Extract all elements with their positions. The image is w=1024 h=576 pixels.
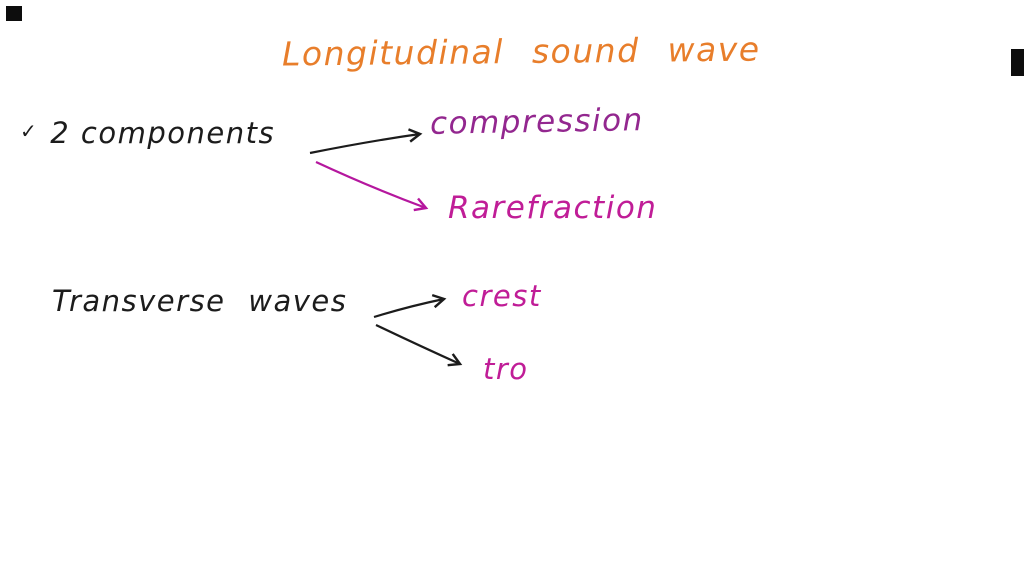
arrow-components-to-rarefraction [315,161,429,212]
edge-mark-right [1011,49,1024,76]
arrow-transverse-to-crest [373,293,447,319]
node-compression: compression [429,102,645,142]
node-2-components-label: 2 components [50,116,276,150]
page-title: Longitudinal sound wave [281,29,761,74]
arrow-transverse-to-trough [375,324,463,367]
arrow-components-to-compression [309,128,423,155]
corner-mark-top-left [6,6,22,21]
node-2-components: ✓ 2 components [20,116,275,150]
node-crest: crest [462,279,542,313]
check-mark: ✓ [20,119,39,143]
node-rarefraction: Rarefraction [448,190,658,226]
node-transverse-waves: Transverse waves [52,284,348,318]
node-trough-partial: tro [483,352,529,386]
